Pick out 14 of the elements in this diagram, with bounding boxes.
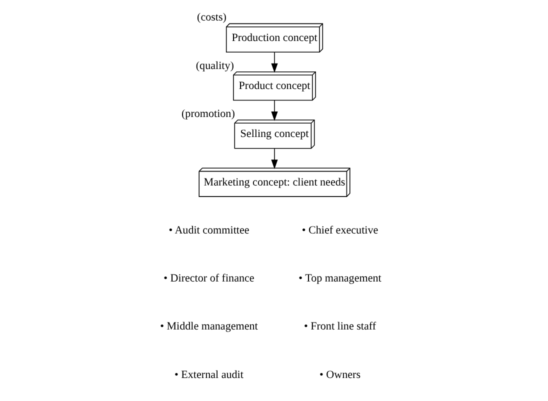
label: • Front line staff: [303, 320, 376, 333]
label: • External audit: [174, 368, 243, 381]
label: • Owners: [319, 368, 360, 381]
label: • Top management: [298, 272, 381, 285]
arrow: [270, 100, 278, 121]
node-label: (quality): [195, 60, 234, 72]
label: • Middle management: [160, 320, 258, 333]
node-label: (costs): [196, 12, 226, 24]
label: • Audit committee: [168, 224, 249, 236]
arrow: [270, 148, 278, 170]
node-label: (promotion): [181, 108, 234, 120]
label: • Chief executive: [301, 224, 378, 236]
arrow: [270, 52, 278, 73]
label: • Director of finance: [163, 272, 254, 285]
